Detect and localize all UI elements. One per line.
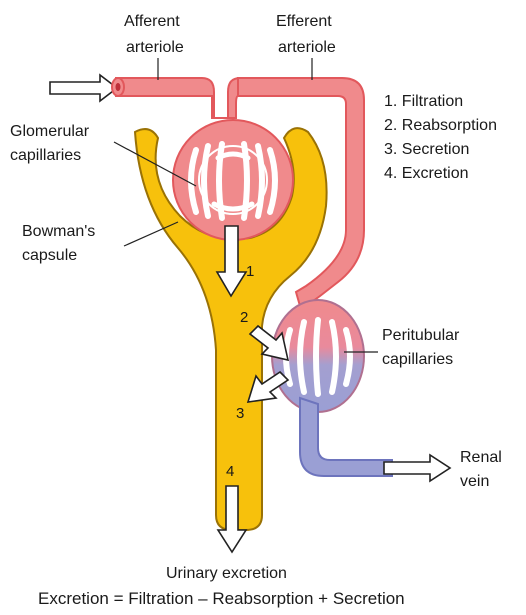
glomerular-label-1: Glomerular [10, 123, 90, 140]
afferent-label-2: arteriole [126, 39, 184, 56]
glomerulus [173, 120, 293, 240]
afferent-vessel [112, 78, 248, 118]
urinary-excretion-label: Urinary excretion [166, 565, 287, 582]
glomerular-label-2: capillaries [10, 147, 81, 164]
afferent-label-1: Afferent [124, 13, 180, 30]
step-marker-1: 1 [246, 263, 254, 280]
step-marker-3: 3 [236, 405, 244, 422]
process-item: 4. Excretion [384, 165, 468, 182]
process-item: 3. Secretion [384, 141, 469, 158]
renal-label-1: Renal [460, 449, 502, 466]
step-marker-2: 2 [240, 309, 248, 326]
renal-label-2: vein [460, 473, 489, 490]
excretion-formula: Excretion = Filtration – Reabsorption + … [38, 589, 405, 608]
renal-vein-arrow-icon [384, 455, 450, 481]
step-marker-4: 4 [226, 463, 234, 480]
process-list: 1. Filtration 2. Reabsorption 3. Secreti… [384, 93, 497, 182]
process-item: 1. Filtration [384, 93, 463, 110]
efferent-label-1: Efferent [276, 13, 332, 30]
efferent-label-2: arteriole [278, 39, 336, 56]
bowman-label-2: capsule [22, 247, 77, 264]
inflow-arrow-icon [50, 75, 117, 101]
peritubular-label-1: Peritubular [382, 327, 460, 344]
process-item: 2. Reabsorption [384, 117, 497, 134]
peritubular-label-2: capillaries [382, 351, 453, 368]
renal-vein-vessel [300, 398, 392, 476]
bowman-label-1: Bowman's [22, 223, 95, 240]
